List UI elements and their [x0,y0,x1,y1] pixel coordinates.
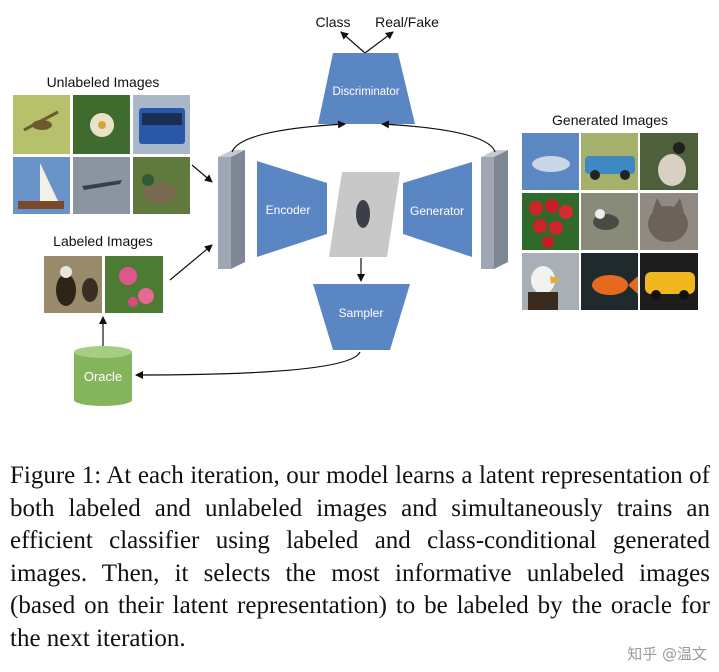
class-output-label: Class [315,14,350,30]
generator-label: Generator [410,204,464,218]
right-feature-block [481,150,508,269]
left-feature-block [218,150,245,269]
figure-caption: Figure 1: At each iteration, our model l… [10,462,710,652]
sampler-block: Sampler [313,284,410,350]
real-fake-output-arrow [364,31,394,54]
unlabeled-image-grid [13,95,190,214]
oracle-label: Oracle [84,369,122,384]
labeled-to-encoder-arrow [169,244,213,281]
discriminator-block: Discriminator [318,53,415,124]
watermark: 知乎 @温文 [627,645,707,663]
latent-space [329,172,400,257]
left-to-discriminator-arrow [231,120,346,153]
encoder-block: Encoder [257,161,327,257]
generated-images-title: Generated Images [552,112,668,128]
right-to-discriminator-arrow [381,120,496,153]
encoder-label: Encoder [266,203,311,217]
active-learning-diagram: Class Real/Fake Discriminator Unlabeled … [13,14,698,406]
real-fake-output-label: Real/Fake [375,14,439,30]
sampler-label: Sampler [339,306,384,320]
generator-block: Generator [403,162,472,257]
unlabeled-images-title: Unlabeled Images [47,74,160,90]
unlabeled-to-encoder-arrow [191,164,213,183]
labeled-images-title: Labeled Images [53,233,153,249]
oracle-cylinder: Oracle [74,346,132,406]
labeled-image-grid [44,256,163,313]
class-output-arrow [340,31,366,54]
generated-image-grid [522,133,698,310]
sampler-to-oracle-arrow [135,351,361,379]
discriminator-label: Discriminator [332,86,399,98]
